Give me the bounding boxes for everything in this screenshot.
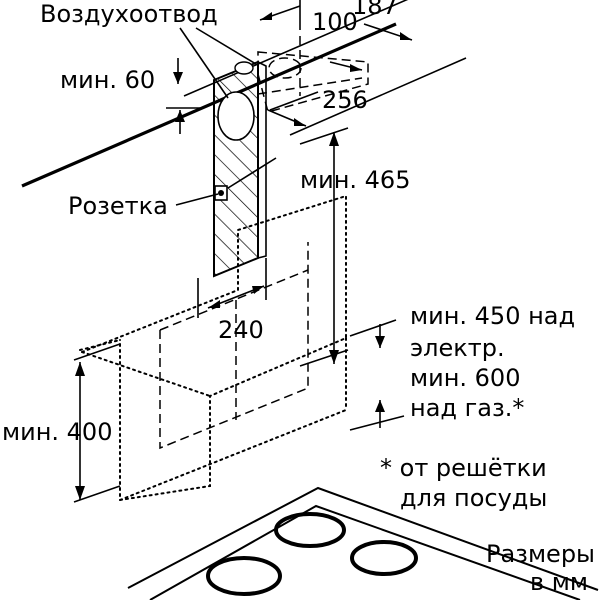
hood-inner [159, 242, 309, 450]
label-min-465: мин. 465 [300, 166, 410, 194]
label-dim-240: 240 [218, 316, 264, 344]
burner-icon [274, 512, 346, 548]
label-dim-187: 187 [352, 0, 398, 20]
dim-clearance [349, 319, 405, 431]
label-clearance-1: мин. 450 над [410, 302, 575, 330]
duct-opening [257, 36, 369, 113]
label-clearance-2: электр. [410, 334, 505, 362]
label-min-400: мин. 400 [2, 418, 112, 446]
burner-icon [206, 556, 282, 596]
label-units-1: Размеры [486, 540, 595, 568]
label-units-2: в мм [530, 568, 588, 596]
label-footnote-1: * от решётки [380, 454, 547, 482]
cooktop [127, 486, 599, 600]
label-air-duct: Воздухоотвод [40, 0, 218, 28]
dim-240 [207, 285, 265, 309]
label-dim-256: 256 [322, 86, 368, 114]
label-dim-100: 100 [312, 8, 358, 36]
chimney-cover [213, 60, 267, 278]
label-min-60: мин. 60 [60, 66, 155, 94]
label-footnote-2: для посуды [400, 484, 547, 512]
label-clearance-3: мин. 600 [410, 364, 520, 392]
dim-256 [267, 61, 363, 127]
dim-min-465 [299, 127, 349, 367]
label-socket: Розетка [68, 192, 168, 220]
duct-outlet-icon [217, 91, 255, 141]
dim-min-60 [166, 58, 200, 134]
dim-100-187 [259, 0, 413, 41]
label-clearance-4: над газ.* [410, 394, 524, 422]
pointer-lines [175, 27, 277, 206]
burner-icon [350, 540, 418, 576]
dim-min-400 [73, 343, 121, 503]
